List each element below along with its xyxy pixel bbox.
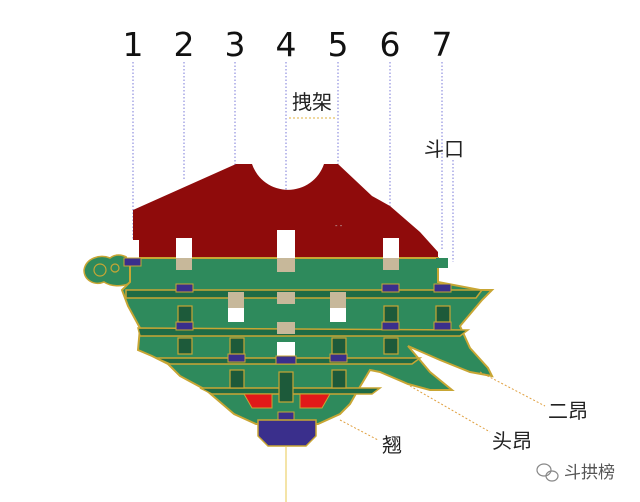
leader-lines (339, 371, 546, 441)
column-slots (127, 238, 448, 322)
number-1: 1 (123, 25, 144, 64)
number-6: 6 (380, 25, 401, 64)
number-3: 3 (225, 25, 246, 64)
dou-col7-b (433, 321, 452, 331)
green-bracket-body (120, 257, 495, 425)
watermark: 斗拱榜 (536, 463, 615, 483)
dou-col3 (227, 353, 246, 363)
dou-col6-a (381, 283, 400, 293)
label-dougou: 斗口 (424, 137, 464, 161)
dou-col1 (123, 257, 142, 267)
label-erang: 二昂 (548, 399, 588, 423)
dou-col6-b (381, 321, 400, 331)
number-7: 7 (432, 25, 453, 64)
red-blocks (243, 393, 331, 409)
dou-blocks (123, 257, 452, 423)
watermark-text: 斗拱榜 (564, 463, 615, 483)
red-upper-panel (133, 164, 438, 258)
label-zhuaijia: 拽架 (292, 90, 332, 114)
dou-col5 (329, 353, 348, 363)
dou-col7-a (433, 283, 452, 293)
red-block-left (243, 393, 273, 409)
dou-col4-a (275, 355, 297, 365)
guide-lines (132, 62, 454, 262)
number-4: 4 (276, 25, 297, 64)
label-qiao: 翘 (382, 433, 402, 457)
bottom-dou (257, 419, 317, 447)
inner-blocks (177, 305, 451, 403)
label-touang: 头昂 (492, 429, 532, 453)
wechat-icon (536, 463, 559, 482)
column-numbers: 1 2 3 4 5 6 7 (123, 25, 453, 64)
number-2: 2 (174, 25, 195, 64)
number-5: 5 (328, 25, 349, 64)
dou-col2-a (175, 283, 194, 293)
column-4-stack (277, 230, 295, 356)
red-panel-faint-label: - - (335, 222, 343, 230)
dou-col2-b (175, 321, 194, 331)
red-block-right (299, 393, 331, 409)
